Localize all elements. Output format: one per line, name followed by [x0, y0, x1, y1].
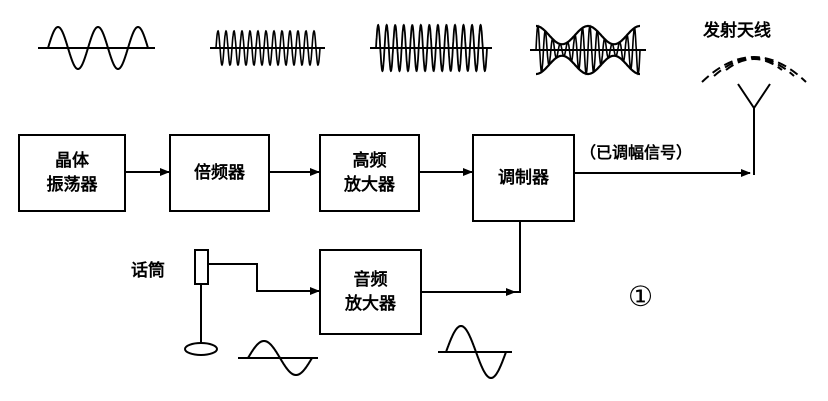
am-envelope-bottom [536, 54, 640, 76]
arrow-audioamp-to-modulator [422, 222, 521, 293]
antenna-label: 发射天线 [703, 21, 771, 41]
am-signal-label: （已调幅信号） [580, 143, 693, 162]
audio-wave-icon [445, 325, 507, 379]
figure-number: ① [628, 280, 654, 313]
mult-wave-icon [215, 29, 321, 67]
microphone-label: 话筒 [131, 261, 165, 281]
rf-wave-icon [375, 23, 488, 73]
am-envelope-top-line [536, 24, 640, 46]
antenna-icon [701, 56, 807, 175]
modulator-block: 调制器 [472, 134, 575, 222]
crystal-oscillator-block: 晶体 振荡器 [18, 134, 126, 212]
frequency-multiplier-block: 倍频器 [169, 134, 270, 212]
rf-amplifier-block: 高频 放大器 [319, 134, 420, 212]
audio-amplifier-block: 音频 放大器 [319, 249, 422, 335]
mic-wave-icon [247, 340, 313, 376]
microphone-icon [184, 249, 218, 356]
arrow-mic-to-audioamp [209, 263, 320, 295]
osc-wave-icon [47, 26, 149, 70]
